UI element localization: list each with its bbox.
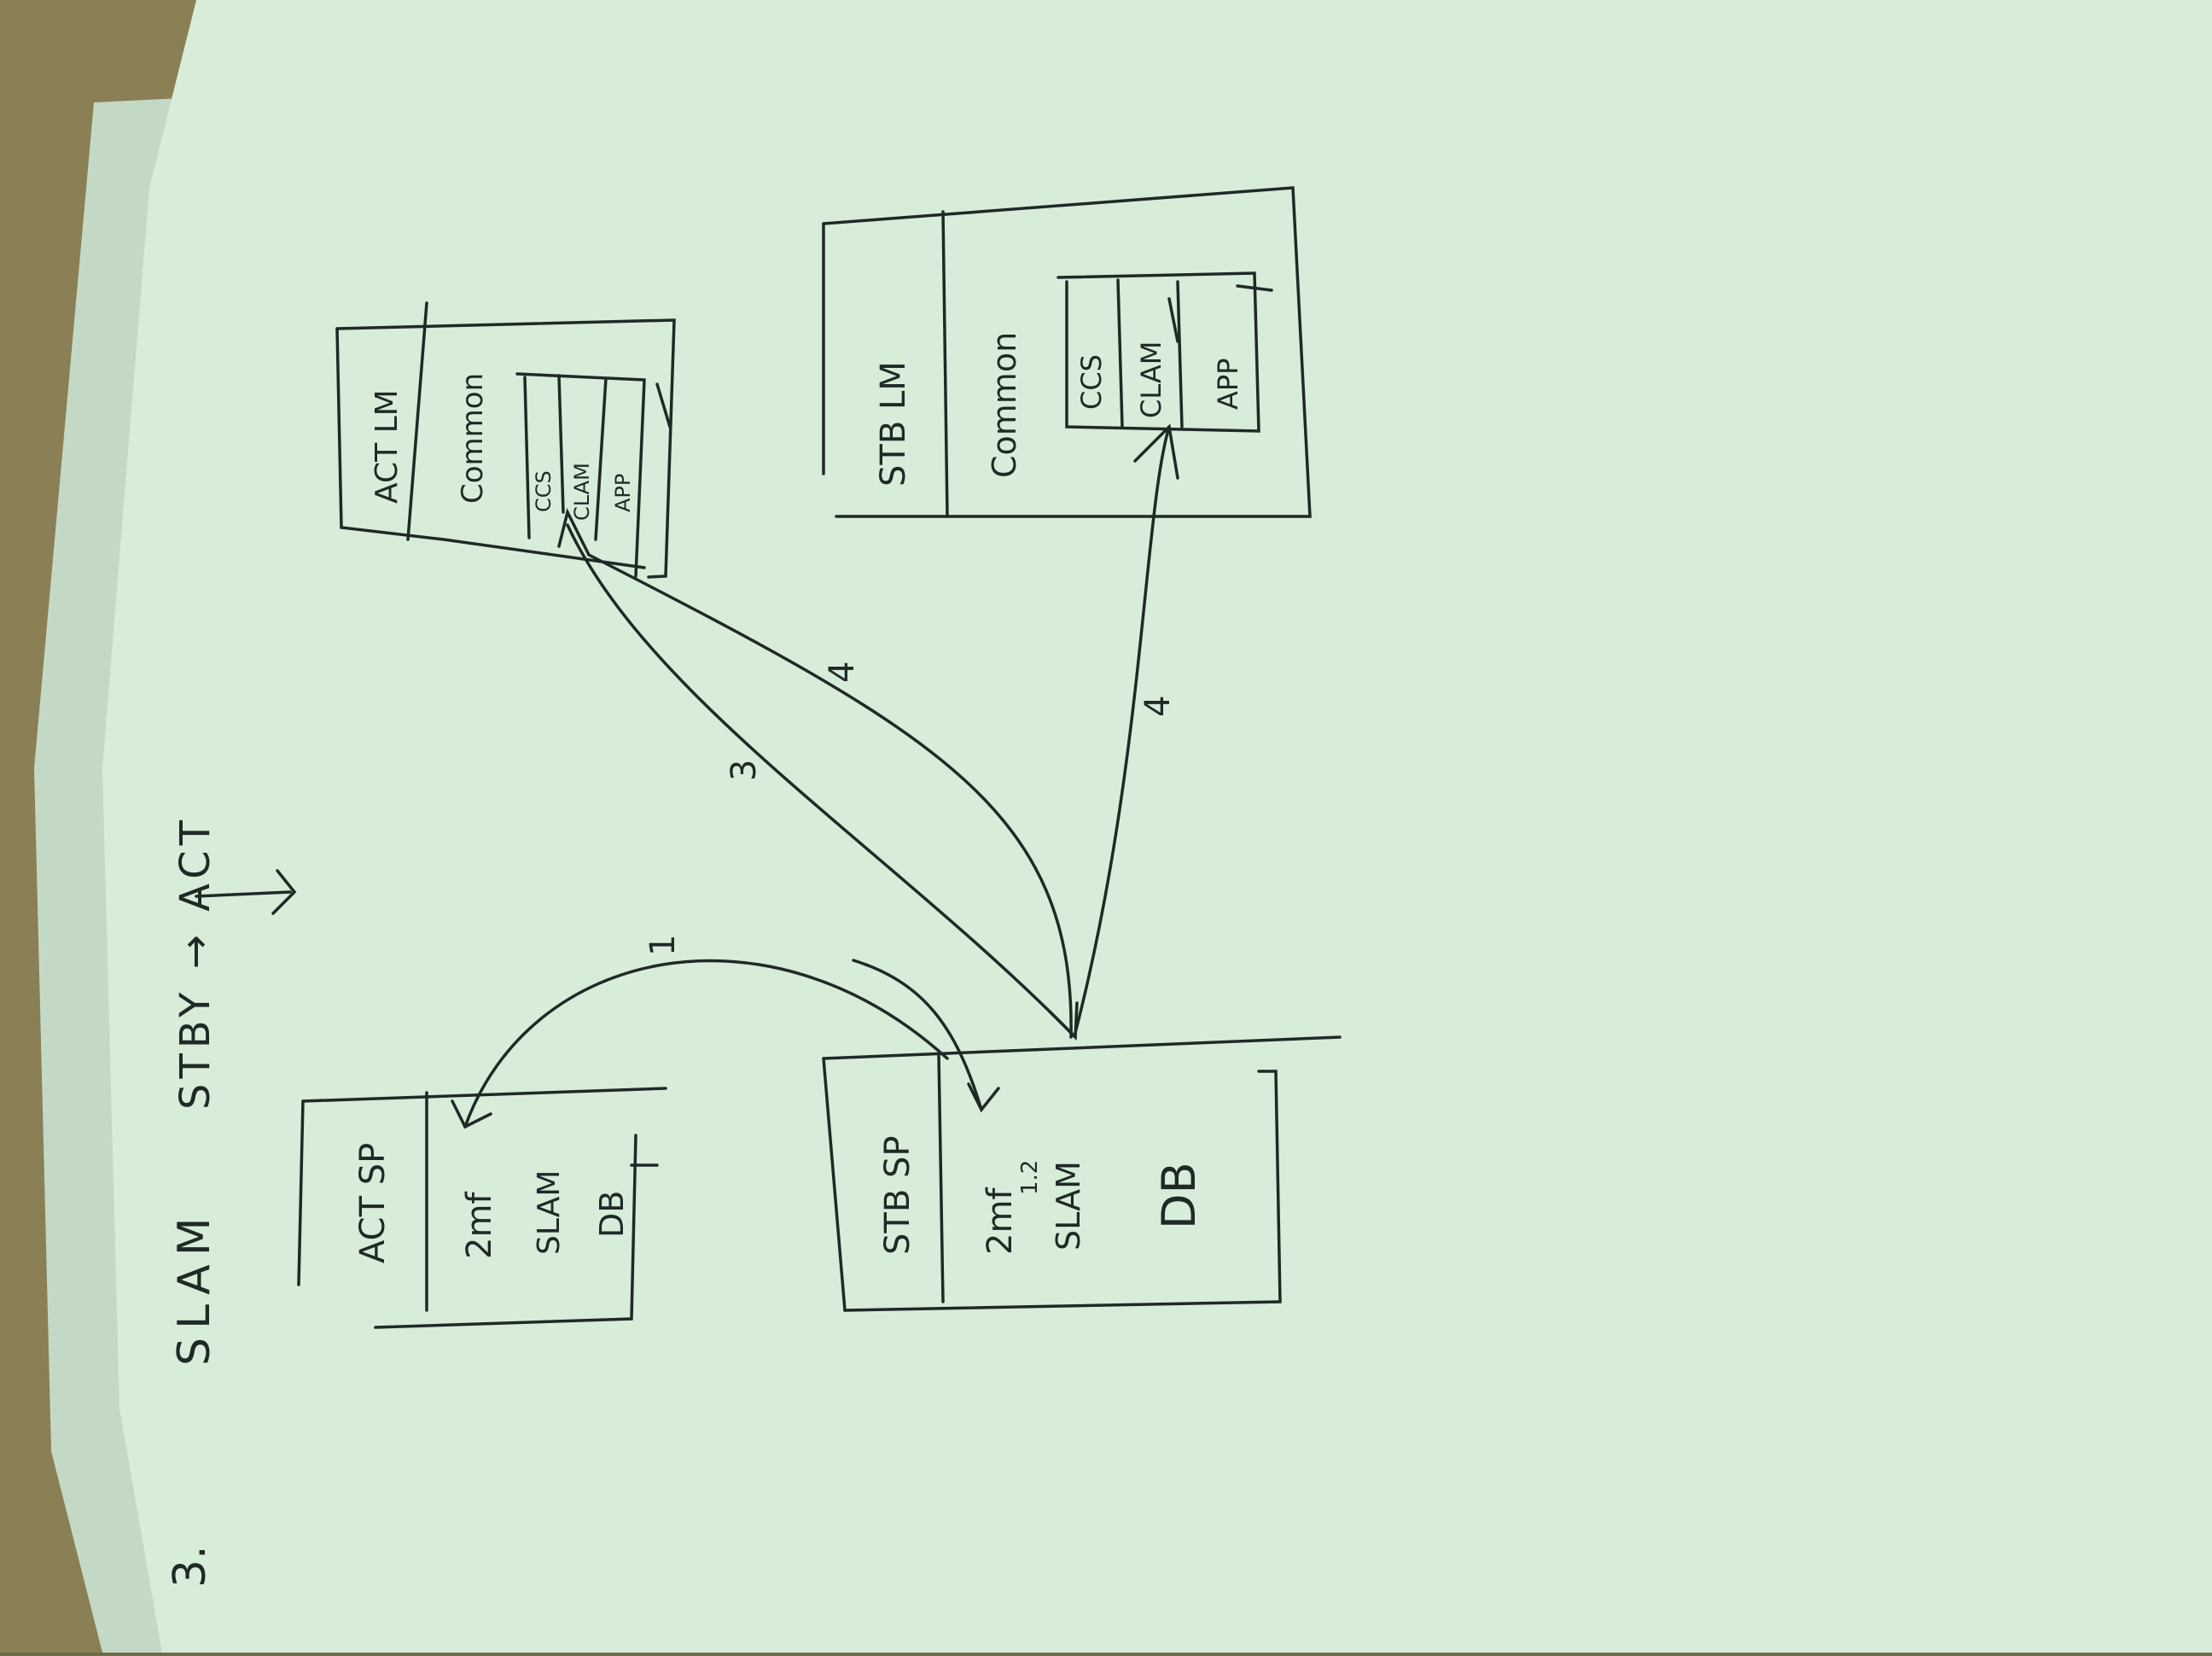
arrow-4-stb-lm-to-stb-sp [1074,425,1171,1035]
title-arrow-head [271,869,297,915]
transition-label: STBY → ACT [172,815,219,1110]
stb-lm-stack-app: APP [1212,359,1244,410]
stb-lm-stack-ccs: CCS [1075,354,1108,410]
act-lm-stack-ccs: CCS [532,470,556,512]
arrow-1-return-head [967,1082,1000,1113]
act-sp-title: ACT SP [353,1143,393,1263]
act-sp-line-db: DB [593,1191,631,1238]
act-lm-title: ACT LM [370,389,405,504]
arrow-4-head [557,507,591,557]
arrow-3-to-stb-sp [566,523,1077,1039]
act-sp-line-slam: SLAM [532,1170,567,1255]
paper-sheet [102,0,2212,1653]
arrow-1-to-act-sp [463,959,949,1128]
stb-lm-box [822,186,1312,518]
page-title: SLAM [169,1209,220,1366]
arrow-1-return [852,959,983,1111]
stb-lm-layer: Common [986,332,1023,478]
act-lm-stack-clam: CLAM [570,463,594,521]
arrow-4-to-act-lm [587,553,1073,1039]
stb-sp-line-2mf: 2mf [981,1187,1020,1255]
stb-lm-title: STB LM [874,361,913,487]
arrow-4-stb-lm-head [1133,423,1179,480]
arrow-1-label: 1 [643,935,683,956]
stb-sp-title: STB SP [878,1136,917,1256]
act-sp-box [297,1087,667,1329]
act-lm-stack-app: APP [611,474,635,512]
step-number: 3. [165,1545,216,1588]
stb-sp-inner-step: 1.2 [1017,1160,1043,1195]
stb-lm-stack-clam: CLAM [1135,341,1167,418]
title-arrow-shaft [195,890,292,898]
arrow-3-head [1048,1001,1079,1041]
act-sp-line-2mf: 2mf [460,1192,499,1259]
stb-sp-line-slam: SLAM [1050,1161,1087,1251]
arrow-4b-label: 4 [1138,696,1178,717]
act-lm-layer: Common [456,373,490,504]
act-lm-box [335,301,676,579]
stb-sp-line-db: DB [1152,1162,1206,1229]
stb-sp-box [822,1035,1342,1312]
arrow-4-label: 4 [823,662,862,683]
arrow-1-head [451,1099,492,1129]
arrow-3-label: 3 [725,760,764,781]
